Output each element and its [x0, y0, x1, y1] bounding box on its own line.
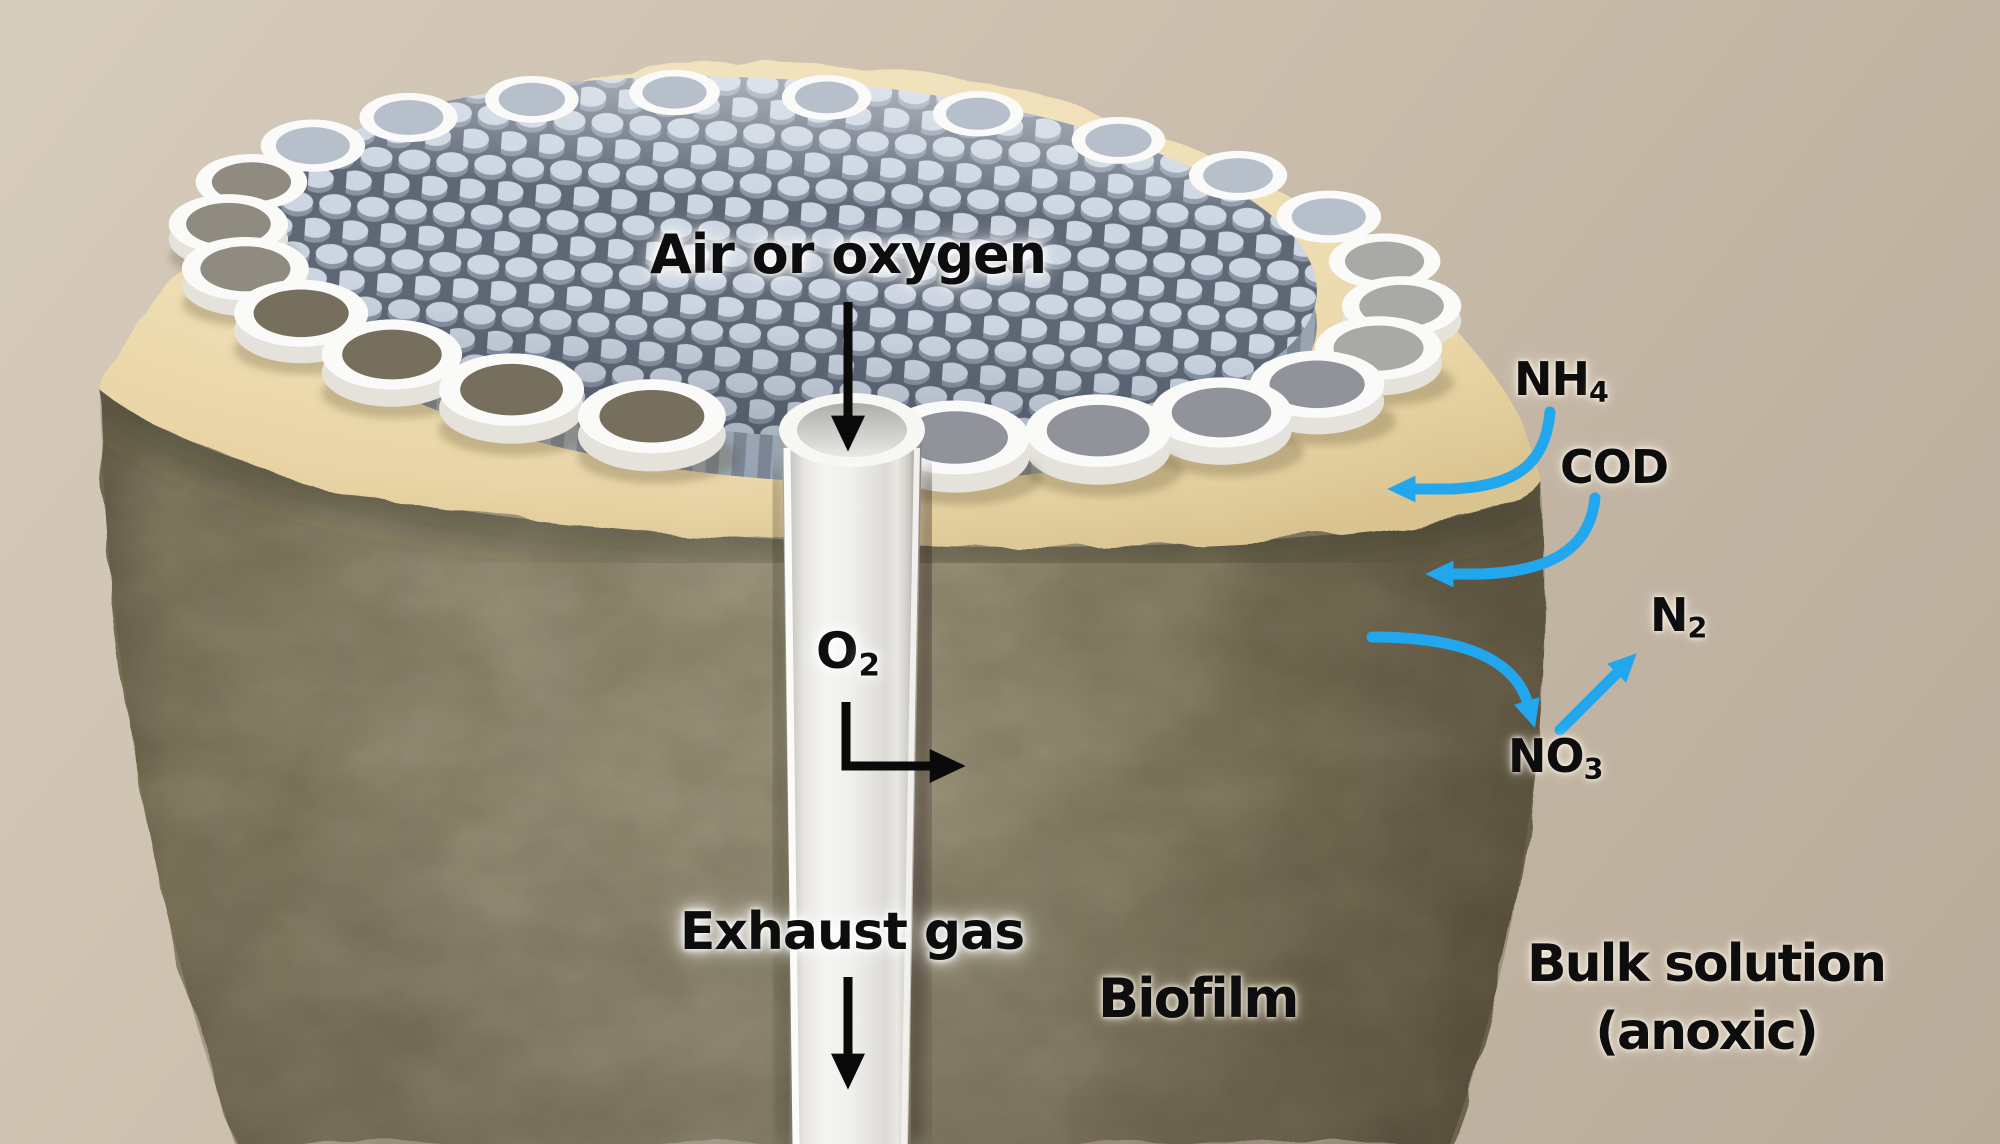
- no3-flux-arrow: [1366, 631, 1540, 728]
- no3-to-n2-arrow: [1554, 653, 1637, 736]
- label-exhaust-gas: Exhaust gas: [679, 902, 1025, 962]
- label-o2: O2: [816, 622, 881, 684]
- fiber-bundle: [263, 76, 1317, 484]
- label-no3: NO3: [1508, 729, 1603, 786]
- cod-flux-arrow: [1425, 492, 1601, 588]
- label-bulk-solution-line1: Bulk solution: [1526, 934, 1887, 994]
- nh4-flux-arrow: [1387, 406, 1556, 503]
- label-n2: N2: [1650, 588, 1707, 645]
- label-cod: COD: [1560, 440, 1669, 494]
- fiber-ring: [168, 69, 1462, 505]
- o2-elbow-arrow: [841, 702, 966, 784]
- label-bulk-solution-line2: (anoxic): [1595, 1002, 1819, 1062]
- label-biofilm: Biofilm: [1098, 967, 1300, 1030]
- label-nh4: NH4: [1514, 352, 1609, 409]
- label-air-or-oxygen: Air or oxygen: [649, 223, 1047, 286]
